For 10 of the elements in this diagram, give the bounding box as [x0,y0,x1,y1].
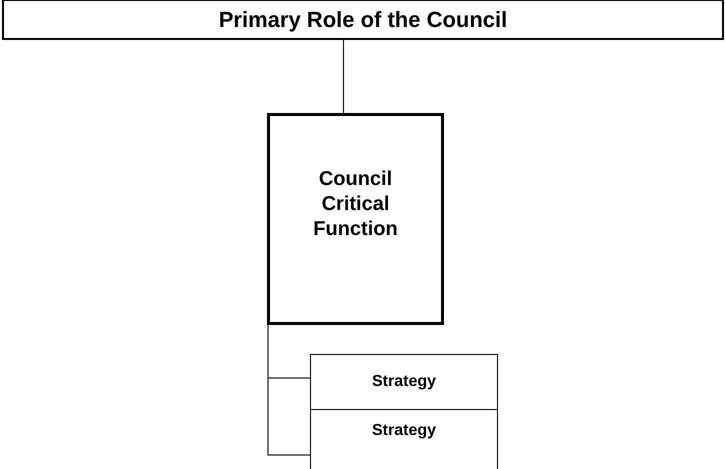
strategy-box [310,354,498,410]
function-box [267,113,444,325]
connector-line [268,324,310,456]
node-label: Primary Role of the Council [218,6,508,34]
node-label: Strategy [370,372,438,392]
node-label: Strategy [370,421,438,441]
node-label: Council Critical Function [312,166,399,242]
strategy-box [310,409,498,469]
title-box [2,0,724,40]
connector-line [343,40,344,114]
